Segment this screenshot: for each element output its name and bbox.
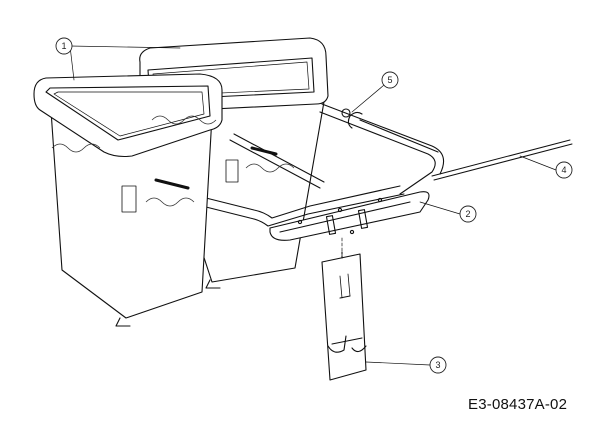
- drawing-code: E3-08437A-02: [468, 396, 568, 413]
- callout-label: 4: [561, 165, 566, 175]
- callout-label: 3: [435, 360, 440, 370]
- callout-5: 5: [381, 71, 399, 89]
- adapter-plate: [321, 249, 367, 381]
- mounting-bracket: [269, 191, 430, 241]
- rod: [431, 139, 573, 181]
- handle-frame: [161, 103, 445, 227]
- handle-bolts: [154, 146, 278, 190]
- callout-label: 2: [465, 209, 470, 219]
- callout-4: 4: [555, 161, 573, 179]
- front-grass-bag: [33, 73, 239, 327]
- callout-2: 2: [459, 205, 477, 223]
- callout-3: 3: [429, 356, 447, 374]
- callout-1: 1: [55, 37, 73, 55]
- callout-label: 1: [61, 41, 66, 51]
- bag-branding: [51, 115, 295, 207]
- callout-label: 5: [387, 75, 392, 85]
